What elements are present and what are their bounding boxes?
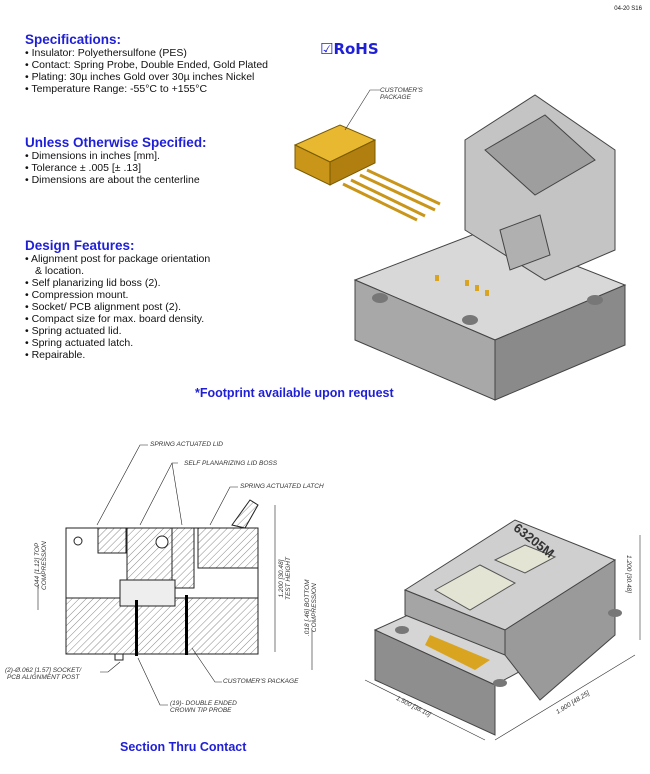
spec-item: Insulator: Polyethersulfone (PES) [25,47,268,59]
design-item: Compact size for max. board density. [25,313,210,325]
unless-heading: Unless Otherwise Specified: [25,135,207,150]
section-drawing [37,444,313,706]
socket-open-illustration [293,89,627,401]
height-dim: 1.200 [30.48] [625,555,632,593]
unless-item: Dimensions in inches [mm]. [25,150,207,162]
design-item: Compression mount. [25,289,210,301]
spec-item: Temperature Range: -55°C to +155°C [25,83,268,95]
revision-code: 04-20 S16 [614,6,642,12]
design-item: Spring actuated latch. [25,337,210,349]
lid-boss-callout: SELF PLANARIZING LID BOSS [184,460,278,467]
checked-box-icon: ☑ [320,40,334,58]
design-item: Socket/ PCB alignment post (2). [25,301,210,313]
rohs-badge: ☑RoHS [320,40,379,58]
design-section: Design Features: Alignment post for pack… [25,238,210,361]
unless-section: Unless Otherwise Specified: Dimensions i… [25,135,207,186]
design-item: Repairable. [25,349,210,361]
specifications-heading: Specifications: [25,32,122,47]
socket-closed-illustration [364,519,641,741]
design-item: Alignment post for package orientation [25,253,210,265]
unless-item: Dimensions are about the centerline [25,174,207,186]
unless-item: Tolerance ± .005 [± .13] [25,162,207,174]
footprint-note: *Footprint available upon request [195,386,394,400]
spring-lid-callout: SPRING ACTUATED LID [150,441,223,448]
design-item: Self planarizing lid boss (2). [25,277,210,289]
specifications-section: Specifications: Insulator: Polyethersulf… [25,32,268,95]
spec-item: Plating: 30µ inches Gold over 30µ inches… [25,71,268,83]
spec-item: Contact: Spring Probe, Double Ended, Gol… [25,59,268,71]
customer-package-section-callout: CUSTOMER'S PACKAGE [223,678,299,685]
section-title: Section Thru Contact [120,740,247,754]
alignment-post-callout: (2)-Ø.062 [1.57] SOCKET/PCB ALIGNMENT PO… [5,667,82,681]
spring-latch-callout: SPRING ACTUATED LATCH [240,483,324,490]
design-item: Spring actuated lid. [25,325,210,337]
design-item: & location. [35,265,85,277]
test-height-dim: 1.200 [30.48]TEST HEIGHT [278,557,292,600]
design-heading: Design Features: [25,238,135,253]
